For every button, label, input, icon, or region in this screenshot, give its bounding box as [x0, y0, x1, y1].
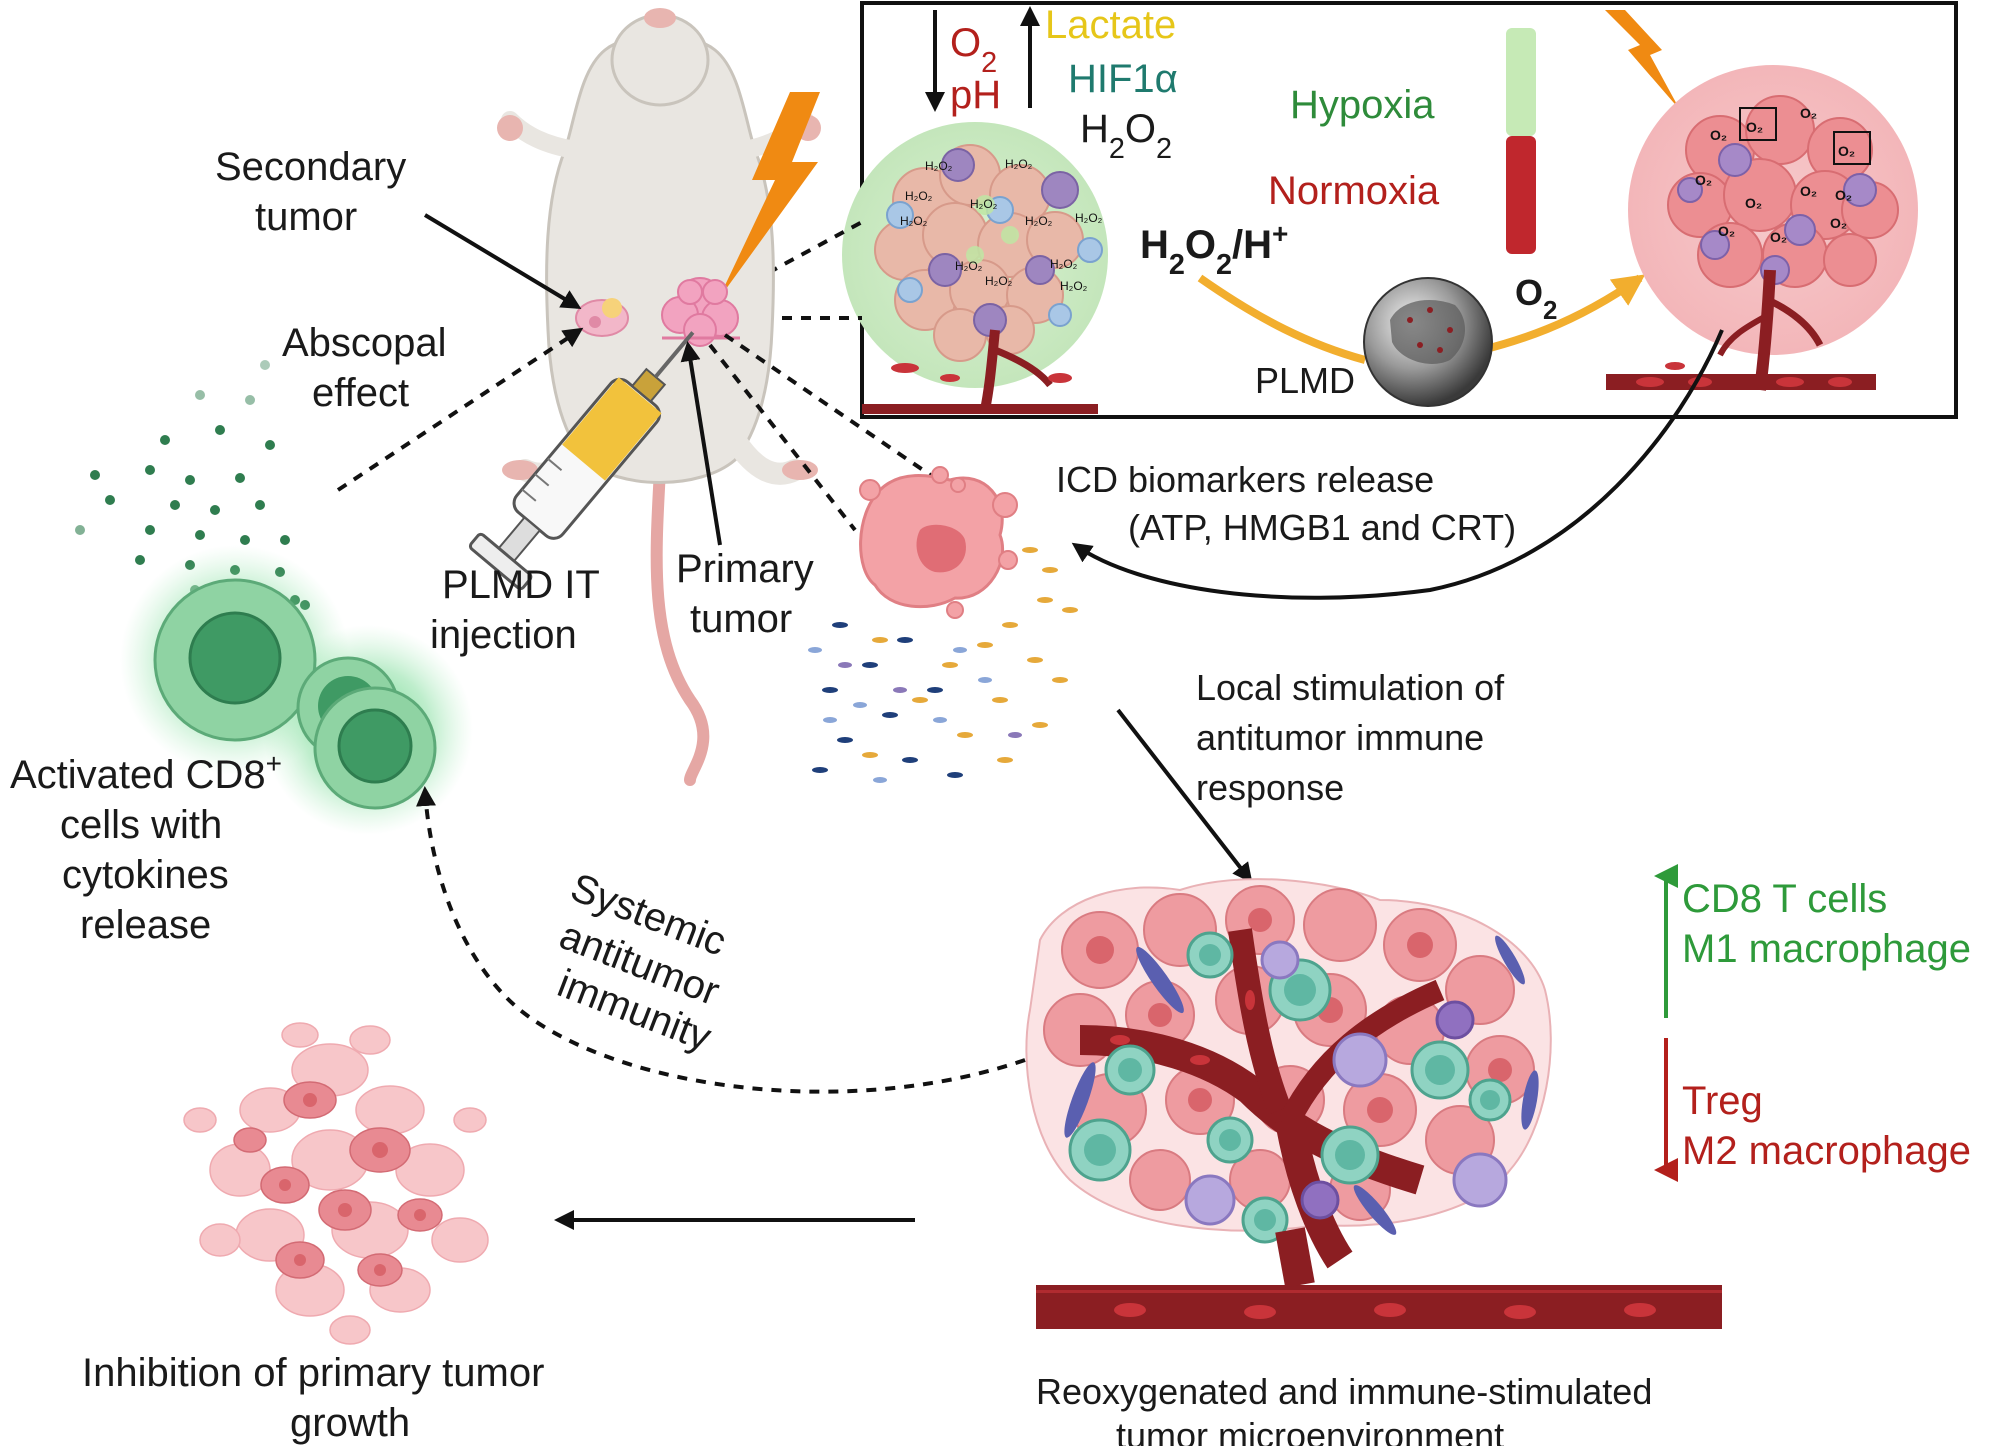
normoxia-label: Normoxia — [1268, 169, 1440, 213]
svg-text:O₂: O₂ — [1695, 172, 1712, 188]
svg-text:H₂O₂: H₂O₂ — [985, 274, 1013, 288]
lightning-bolt-icon — [718, 92, 820, 300]
reoxygenated-tme — [1025, 878, 1722, 1329]
oxygen-gauge — [1506, 28, 1536, 254]
inhibited-tumor — [183, 1022, 489, 1345]
ph-label: pH — [950, 73, 1001, 117]
svg-text:H₂O₂: H₂O₂ — [1005, 157, 1033, 171]
systemic-immunity-label: Systemic antitumor immunity — [552, 865, 732, 1059]
svg-text:H₂O₂: H₂O₂ — [1050, 257, 1078, 271]
o2-label: O2 — [950, 21, 997, 79]
svg-text:O₂: O₂ — [1835, 187, 1852, 203]
lactate-label: Lactate — [1045, 3, 1176, 47]
svg-text:H₂O₂: H₂O₂ — [1060, 279, 1088, 293]
svg-text:O₂: O₂ — [1745, 195, 1762, 211]
hif1a-label: HIF1α — [1068, 57, 1178, 101]
syringe-icon — [468, 331, 695, 591]
svg-text:H₂O₂: H₂O₂ — [905, 189, 933, 203]
normoxic-tumor: O₂ O₂ O₂ O₂ O₂ O₂ O₂ O₂ O₂ O₂ O₂ — [1606, 65, 1918, 391]
svg-text:H₂O₂: H₂O₂ — [1025, 214, 1053, 228]
damp-particles — [808, 547, 1078, 783]
svg-text:H₂O₂: H₂O₂ — [970, 197, 998, 211]
secondary-tumor-icon — [575, 298, 629, 337]
svg-text:O₂: O₂ — [1830, 215, 1847, 231]
icd-release-label: ICD biomarkers release(ATP, HMGB1 and CR… — [1056, 459, 1516, 548]
dying-tumor-cell — [859, 466, 1018, 619]
h2o2-h-label: H2O2/H+ — [1140, 218, 1288, 282]
primary-tumor-icon — [661, 277, 740, 347]
svg-text:H₂O₂: H₂O₂ — [1075, 211, 1103, 225]
lightning-icon — [1605, 10, 1680, 110]
hypoxia-label: Hypoxia — [1290, 83, 1435, 127]
svg-text:H₂O₂: H₂O₂ — [955, 259, 983, 273]
cd8-t-cells — [120, 545, 473, 835]
svg-text:O₂: O₂ — [1710, 127, 1727, 143]
svg-text:H₂O₂: H₂O₂ — [900, 214, 928, 228]
svg-text:O₂: O₂ — [1718, 223, 1735, 239]
plmd-label: PLMD — [1255, 360, 1355, 401]
svg-text:O₂: O₂ — [1800, 183, 1817, 199]
svg-text:O₂: O₂ — [1800, 105, 1817, 121]
mouse-illustration — [497, 8, 821, 786]
h2o2-label: H2O2 — [1080, 107, 1172, 165]
plmd-particle-icon — [1363, 277, 1493, 407]
activated-cd8-label: Activated CD8+ cells with cytokines rele… — [10, 748, 293, 948]
o2-out-label: O2 — [1515, 272, 1557, 325]
svg-text:O₂: O₂ — [1746, 119, 1763, 135]
svg-text:O₂: O₂ — [1838, 143, 1855, 159]
svg-text:O₂: O₂ — [1770, 229, 1787, 245]
svg-text:H₂O₂: H₂O₂ — [925, 159, 953, 173]
